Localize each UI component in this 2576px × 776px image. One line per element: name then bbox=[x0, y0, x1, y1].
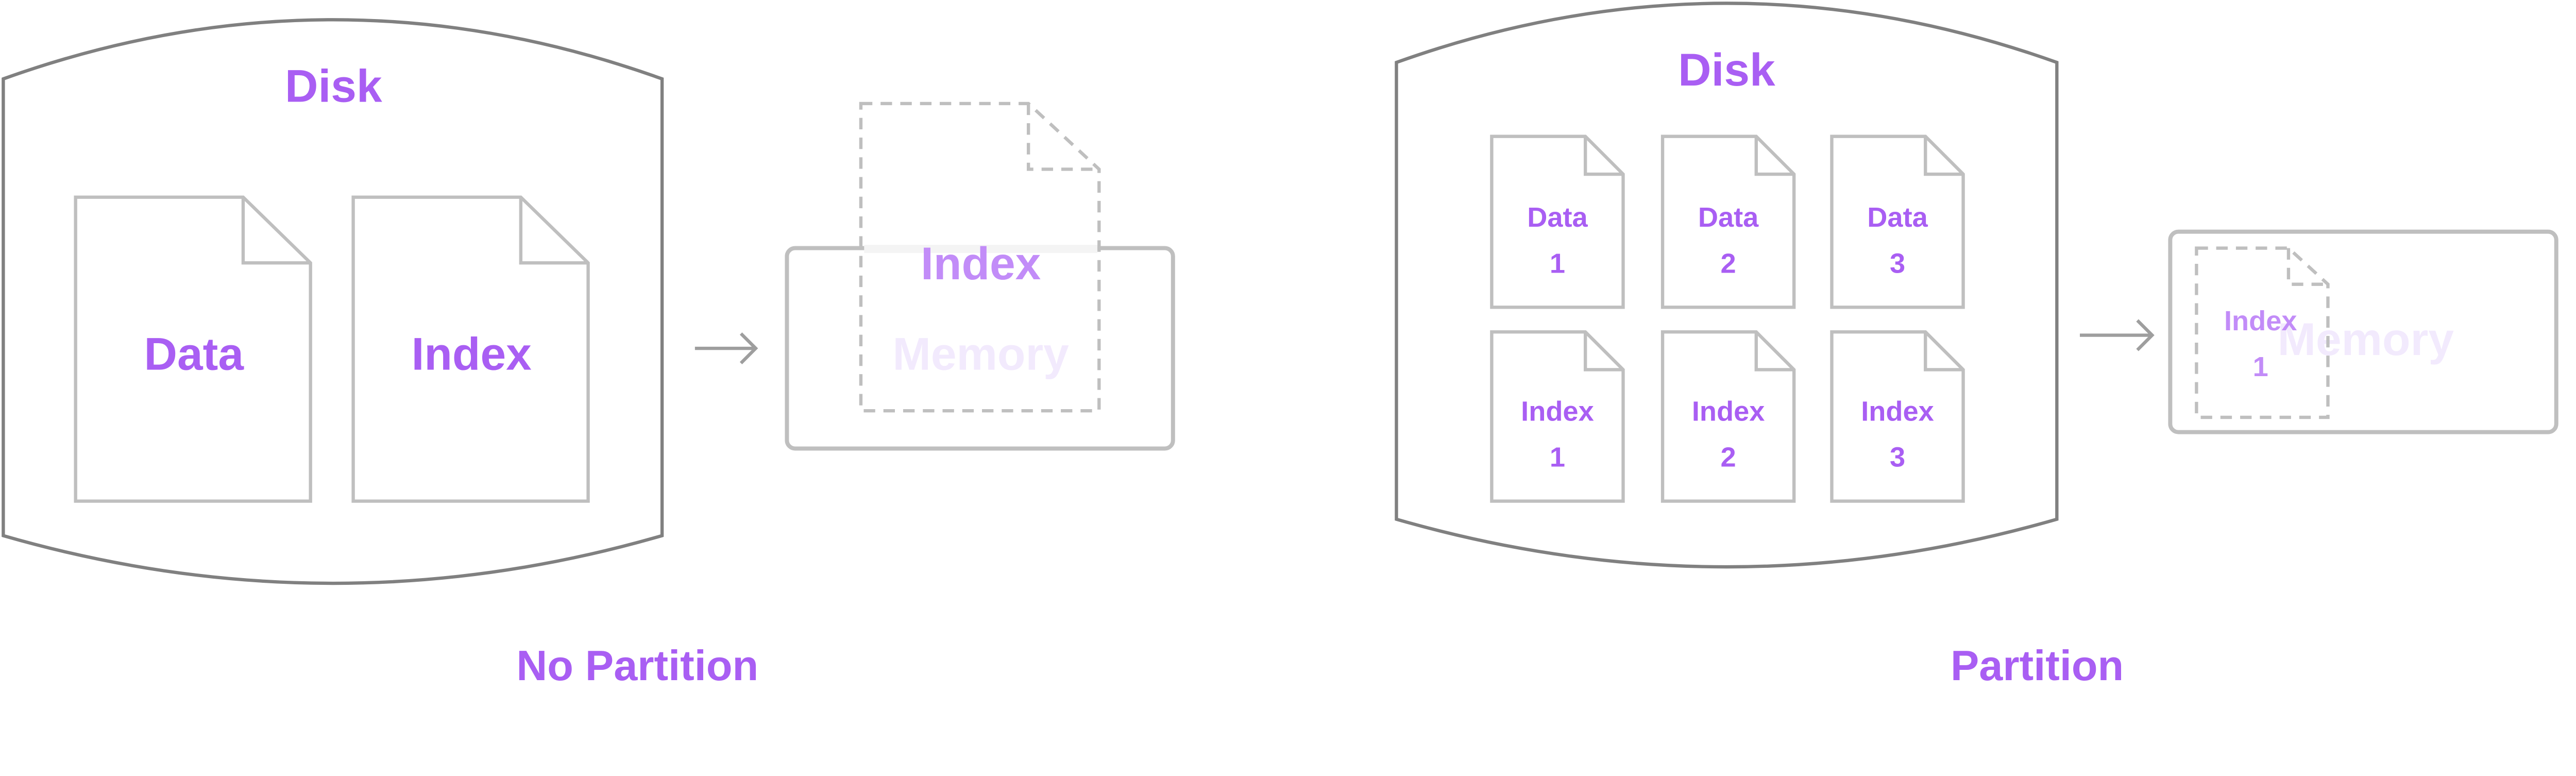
loaded-file-name: Index bbox=[2224, 306, 2297, 336]
file-label: Index bbox=[412, 328, 532, 379]
file-icon bbox=[351, 195, 590, 503]
file-name: Index bbox=[1861, 396, 1934, 427]
file-label: Data bbox=[144, 328, 245, 379]
partition-diagram: Disk Data Index Memory Index No Partitio… bbox=[2, 2, 2558, 688]
caption: Partition bbox=[1951, 642, 2124, 688]
loaded-file-label: Index bbox=[921, 238, 1041, 289]
file-number: 2 bbox=[1721, 442, 1736, 473]
file-number: 2 bbox=[1721, 248, 1736, 279]
file-name: Index bbox=[1692, 396, 1765, 427]
file-name: Data bbox=[1698, 202, 1759, 233]
loaded-file-number: 1 bbox=[2253, 351, 2268, 382]
file-data-3: Data 3 bbox=[1830, 134, 1965, 309]
disk-label: Disk bbox=[285, 60, 382, 112]
file-number: 1 bbox=[1550, 442, 1565, 473]
file-icon bbox=[1490, 134, 1625, 309]
file-index-1: Index 1 bbox=[1490, 330, 1625, 503]
file-data-2: Data 2 bbox=[1660, 134, 1796, 309]
file-icon bbox=[74, 195, 312, 503]
file-number: 3 bbox=[1890, 442, 1905, 473]
memory-gap bbox=[864, 245, 1098, 254]
file-data-1: Data 1 bbox=[1490, 134, 1625, 309]
memory-shape bbox=[2168, 229, 2558, 434]
file-name: Index bbox=[1521, 396, 1594, 427]
memory-box: Memory Index bbox=[785, 102, 1175, 451]
partition-panel: Disk Data 1 Data 2 Data 3 Index 1 Index … bbox=[1395, 2, 2558, 688]
file-index-2: Index 2 bbox=[1660, 330, 1796, 503]
file-name: Data bbox=[1867, 202, 1928, 233]
file-icon bbox=[1490, 330, 1625, 503]
memory-box: Memory Index 1 bbox=[2168, 229, 2558, 434]
file-index: Index bbox=[351, 195, 590, 503]
arrow-right-icon bbox=[2079, 319, 2155, 351]
file-data: Data bbox=[74, 195, 312, 503]
file-index-3: Index 3 bbox=[1830, 330, 1965, 503]
loaded-file-icon bbox=[859, 102, 1101, 413]
caption: No Partition bbox=[516, 642, 758, 688]
file-number: 1 bbox=[1550, 248, 1565, 279]
file-icon bbox=[1830, 330, 1965, 503]
file-number: 3 bbox=[1890, 248, 1905, 279]
disk-label: Disk bbox=[1678, 44, 1775, 95]
memory-label: Memory bbox=[2278, 313, 2454, 365]
file-name: Data bbox=[1527, 202, 1588, 233]
file-icon bbox=[1660, 330, 1796, 503]
no-partition-panel: Disk Data Index Memory Index No Partitio… bbox=[2, 18, 1175, 688]
loaded-file-icon bbox=[2195, 246, 2330, 419]
file-icon bbox=[1660, 134, 1796, 309]
file-icon bbox=[1830, 134, 1965, 309]
arrow-right-icon bbox=[694, 332, 758, 364]
memory-label: Memory bbox=[893, 328, 1070, 379]
